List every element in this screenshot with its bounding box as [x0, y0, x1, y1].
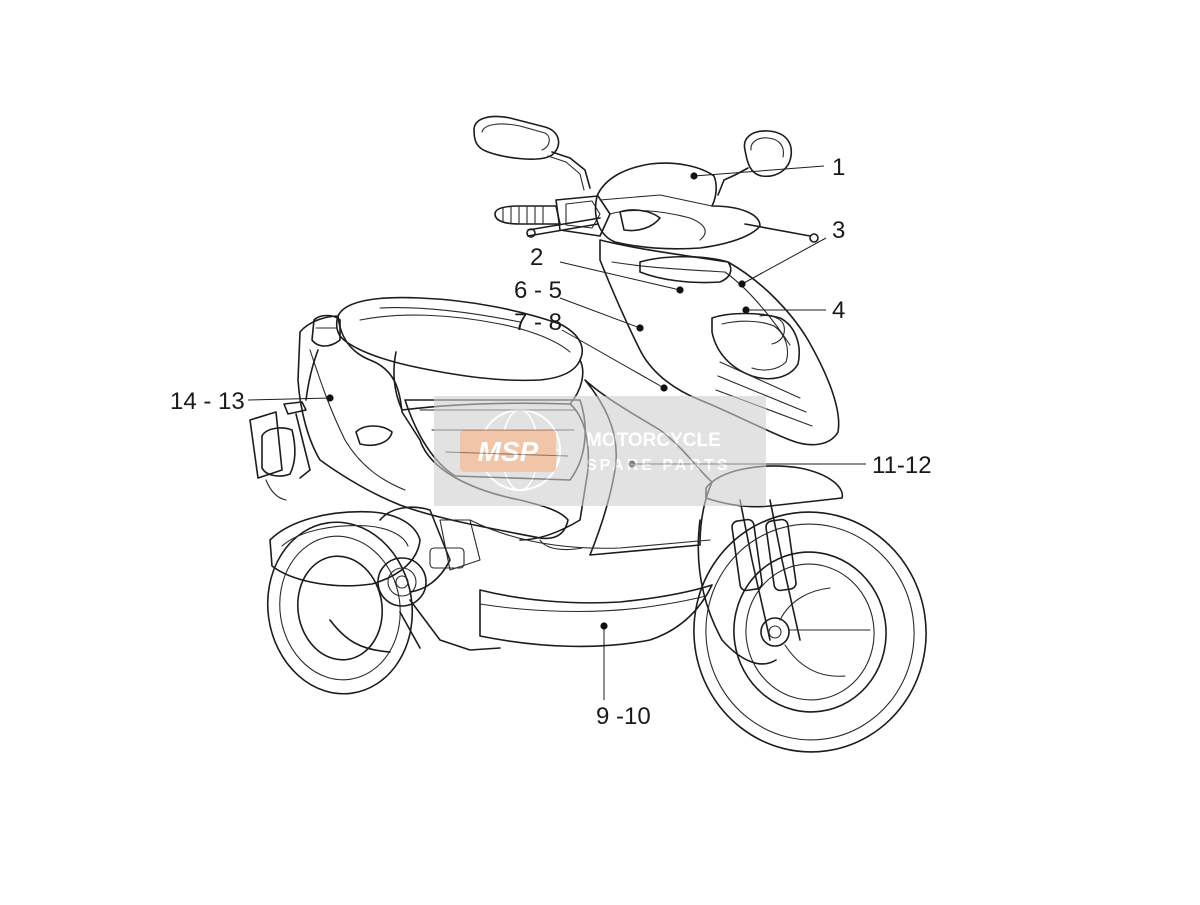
marker-dot [738, 280, 746, 288]
marker-dot [326, 394, 334, 402]
handlebar [494, 195, 819, 243]
left-mirror [473, 115, 591, 191]
callout-label-11-12[interactable]: 11-12 [872, 452, 932, 479]
headset-cover [594, 162, 761, 250]
callout-label-4[interactable]: 4 [832, 297, 845, 324]
marker-dot [600, 622, 608, 630]
marker-dot [690, 172, 698, 180]
rear-light [249, 401, 311, 501]
right-mirror [717, 130, 793, 196]
marker-dot [636, 324, 644, 332]
watermark-badge-text: MSP [478, 436, 539, 467]
callout-label-6-5[interactable]: 6 - 5 [514, 277, 562, 304]
rear-wheel-engine [266, 506, 501, 695]
marker-dot [742, 306, 750, 314]
seat [335, 296, 584, 411]
callout-label-2[interactable]: 2 [530, 244, 543, 271]
callout-labels: 1 2 3 4 6 - 5 7 - 8 14 - 13 11-12 9 -10 [170, 154, 932, 730]
watermark: MSP MOTORCYCLE SPARE PARTS [434, 396, 766, 506]
leader-lines [247, 165, 866, 700]
scooter-drawing [249, 115, 927, 753]
marker-dot [676, 286, 684, 294]
callout-label-1[interactable]: 1 [832, 154, 845, 181]
watermark-badge [460, 430, 556, 472]
callout-label-9-10[interactable]: 9 -10 [596, 703, 651, 730]
watermark-line2: SPARE PARTS [586, 457, 730, 474]
callout-label-3[interactable]: 3 [832, 217, 845, 244]
callout-label-7-8[interactable]: 7 - 8 [514, 309, 562, 336]
callout-label-14-13[interactable]: 14 - 13 [170, 388, 245, 415]
marker-dot [660, 384, 668, 392]
watermark-line1: MOTORCYCLE [586, 430, 721, 451]
front-wheel-assembly [693, 465, 927, 753]
